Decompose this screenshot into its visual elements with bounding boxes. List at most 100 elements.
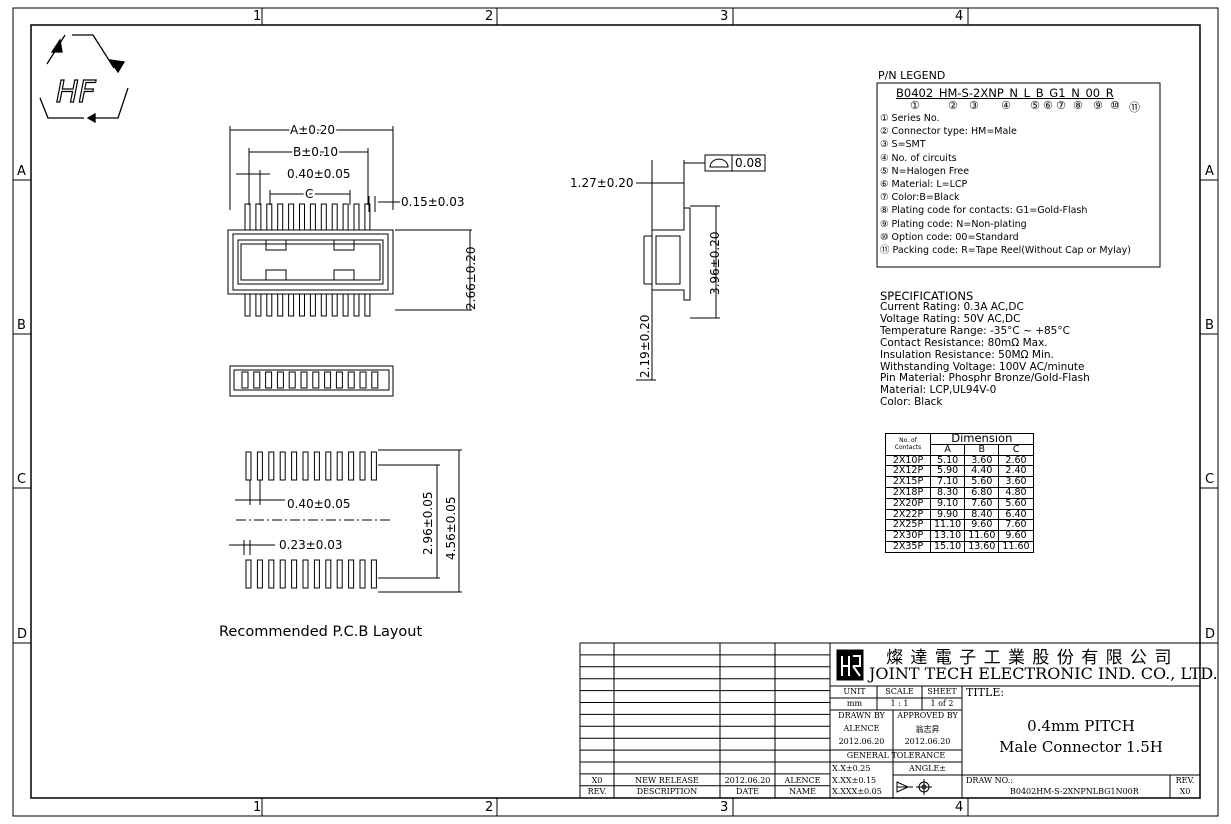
zone-row-label: C: [17, 472, 26, 487]
company-name-cn: 燦 達 電 子 工 業 股 份 有 限 公 司: [886, 648, 1173, 668]
angle-tolerance: ANGLE±: [908, 764, 947, 773]
pin: [288, 371, 296, 389]
front-view: [229, 365, 394, 397]
pin: [313, 559, 320, 589]
dim-a: A±0.20: [290, 123, 335, 137]
table-cell: 5.10: [929, 454, 966, 467]
table-cell: 2.60: [998, 454, 1034, 467]
table-cell: 15.10: [929, 540, 966, 553]
pin: [245, 451, 252, 481]
table-cell: 4.40: [964, 465, 1000, 478]
pin: [331, 203, 338, 231]
table-cell: 2X35P: [885, 540, 931, 553]
unit-label: UNIT: [843, 687, 866, 696]
pin: [359, 559, 366, 589]
table-corner: No. of Contacts: [885, 433, 931, 456]
pin: [291, 451, 298, 481]
table-cell: 7.60: [998, 519, 1034, 532]
zone-column-label: 4: [955, 9, 963, 24]
col-c: C: [998, 443, 1034, 456]
revision-header-date: DATE: [736, 787, 759, 796]
pn-num: ⑥: [1043, 99, 1053, 112]
pn-num: ⑩: [1110, 99, 1120, 112]
pin: [255, 293, 262, 317]
table-cell: 7.10: [929, 476, 966, 488]
logo-text: HF: [56, 75, 97, 110]
pin: [244, 293, 251, 317]
revision-date: 2012.06.20: [724, 776, 771, 785]
table-cell: 9.90: [929, 508, 966, 521]
pin: [309, 203, 316, 231]
pn-plating: N: [1071, 86, 1080, 100]
zone-column-label: 1: [253, 9, 261, 24]
pin: [320, 293, 327, 317]
pin: [245, 559, 252, 589]
title-line-2: Male Connector 1.5H: [999, 738, 1163, 756]
pin: [320, 203, 327, 231]
revision-header-rev: REV.: [587, 787, 607, 796]
pin: [309, 293, 316, 317]
zone-row-label: A: [17, 164, 26, 179]
pin: [370, 559, 377, 589]
pcb-dims: 0.40±0.05 0.23±0.03 2.96±0.05 4.56±0.05 …: [219, 492, 458, 641]
pn-num: ⑪: [1129, 101, 1140, 114]
table-cell: 6.40: [998, 508, 1034, 521]
revision-rev: X0: [591, 776, 603, 785]
spec-line: Withstanding Voltage: 100V AC/minute: [880, 360, 1085, 373]
pcb-layout: [229, 449, 462, 593]
scale-value: 1 : 1: [890, 699, 909, 708]
pin: [331, 293, 338, 317]
pn-num: ⑦: [1056, 99, 1066, 112]
pin: [359, 371, 367, 389]
pn-packing: R: [1105, 86, 1114, 100]
zone-row-label: D: [17, 627, 27, 642]
scale-label: SCALE: [885, 687, 914, 696]
pin: [342, 293, 349, 317]
table-cell: 2.40: [998, 465, 1034, 478]
zone-column-label: 3: [720, 800, 728, 815]
legend-item: ⑥ Material: L=LCP: [880, 179, 968, 190]
draw-no-label: DRAW NO.:: [966, 776, 1013, 785]
top-view-dims: A±0.20 B±0.10 0.40±0.05 C 0.15±0.03 2.66…: [287, 121, 478, 310]
pn-num: ②: [948, 99, 958, 112]
pin: [336, 451, 343, 481]
pin: [302, 559, 309, 589]
approved-date: 2012.06.20: [904, 737, 951, 746]
pin: [348, 559, 355, 589]
table-cell: 8.40: [964, 508, 1000, 521]
table-cell: 3.60: [964, 454, 1000, 467]
revision-description: NEW RELEASE: [635, 776, 699, 785]
pin: [276, 371, 284, 389]
table-cell: 5.60: [998, 497, 1034, 510]
pn-num: ⑤: [1030, 99, 1040, 112]
top-view: [227, 126, 472, 317]
general-tolerance: GENERAL TOLERANCE: [846, 751, 946, 760]
title-line-1: 0.4mm PITCH: [1027, 717, 1135, 735]
rev-value: X0: [1179, 787, 1191, 796]
zone-ticks: [13, 8, 1218, 816]
outer-frame: [12, 7, 1219, 817]
dim-side-height: 3.96±0.20: [708, 232, 722, 296]
halogen-free-logo: HF: [39, 34, 129, 124]
pn-series: B0402: [896, 86, 934, 100]
specs-title: SPECIFICATIONS: [880, 289, 974, 303]
dim-c: C: [305, 187, 313, 201]
table-cell: 2X22P: [885, 508, 931, 521]
pin: [348, 451, 355, 481]
legend-item: ⑩ Option code: 00=Standard: [880, 231, 1019, 243]
drawn-by-label: DRAWN BY: [838, 711, 885, 720]
sheet-value: 1 of 2: [930, 699, 954, 708]
pin: [288, 293, 295, 317]
dim-pcb-pitch: 0.40±0.05: [287, 497, 351, 511]
legend-title: P/N LEGEND: [878, 69, 946, 82]
dim-side-width: 1.27±0.20: [570, 176, 634, 190]
spec-line: Color: Black: [880, 396, 943, 409]
legend-box: [876, 82, 1161, 268]
pin: [268, 559, 275, 589]
legend-item: ⑦ Color:B=Black: [880, 192, 960, 204]
